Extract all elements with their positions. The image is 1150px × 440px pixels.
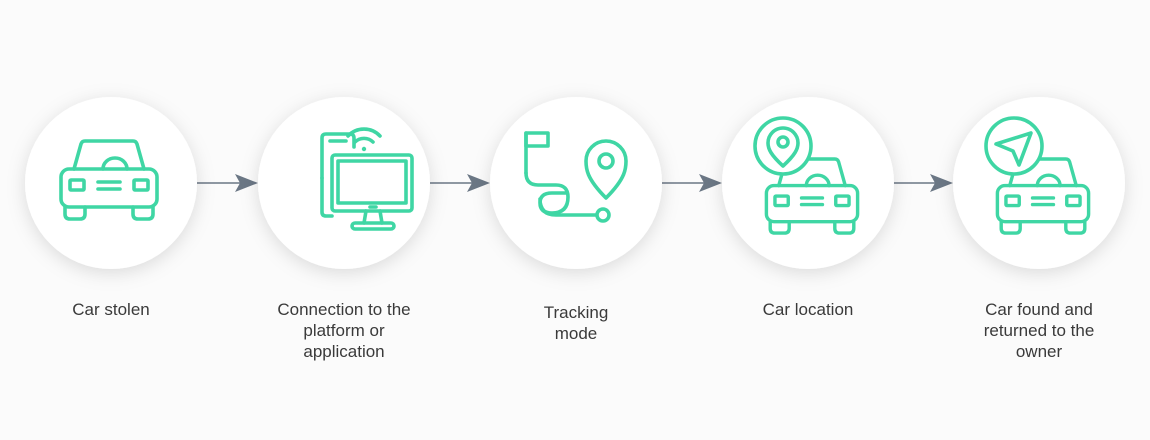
step-4-label: Car location [762,300,854,319]
step-1-circle [25,97,197,269]
route-tracking-icon [524,131,628,223]
step-2-label: Connection to the platform or applicatio… [277,300,411,361]
arrow-4-5 [893,174,953,192]
car-navigation-icon [984,116,1091,235]
step-5-label: Car found and returned to the owner [983,300,1095,361]
arrow-2-3 [430,174,490,192]
devices-wifi-icon [320,127,414,231]
arrow-3-4 [662,174,722,192]
step-3-label: Tracking mode [543,303,609,343]
arrow-1-2 [197,174,258,192]
car-location-pin-icon [753,116,860,235]
step-3-circle [490,97,662,269]
arrows [197,174,953,192]
step-2-circle [258,97,430,269]
step-4-circle [722,97,894,269]
step-5-circle [953,97,1125,269]
step-1-label: Car stolen [72,300,150,319]
